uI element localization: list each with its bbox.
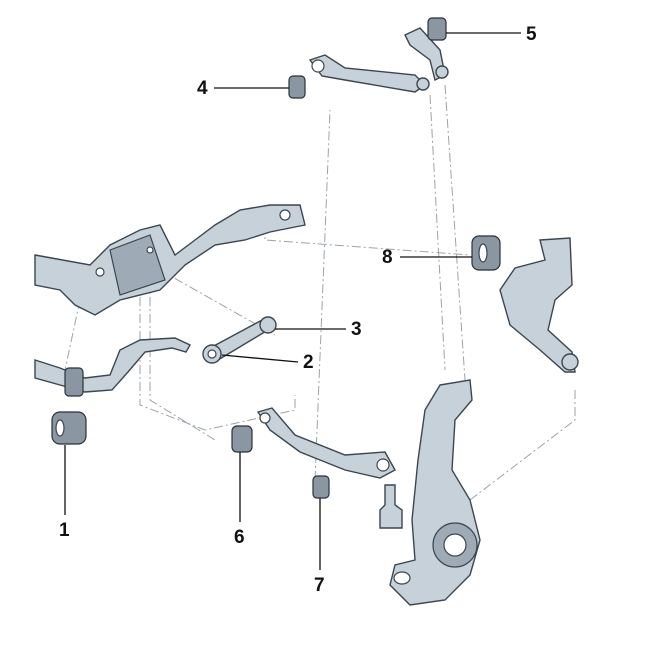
callout-4: 4 <box>197 78 208 99</box>
callout-8: 8 <box>382 247 393 268</box>
wheel-knuckle <box>389 379 481 606</box>
callout-7: 7 <box>314 575 325 596</box>
bushing-1 <box>51 411 87 445</box>
callout-2: 2 <box>303 352 314 373</box>
stabilizer-bar <box>34 337 191 397</box>
lower-wishbone <box>231 407 403 529</box>
callout-1: 1 <box>59 520 70 541</box>
upper-link <box>288 17 449 99</box>
callout-3: 3 <box>351 319 362 340</box>
callout-6: 6 <box>234 527 245 548</box>
coupling-rod <box>202 316 277 364</box>
guide-link <box>471 235 579 373</box>
callout-5: 5 <box>526 24 537 45</box>
leader-lines <box>64 32 521 570</box>
subframe <box>34 204 306 316</box>
